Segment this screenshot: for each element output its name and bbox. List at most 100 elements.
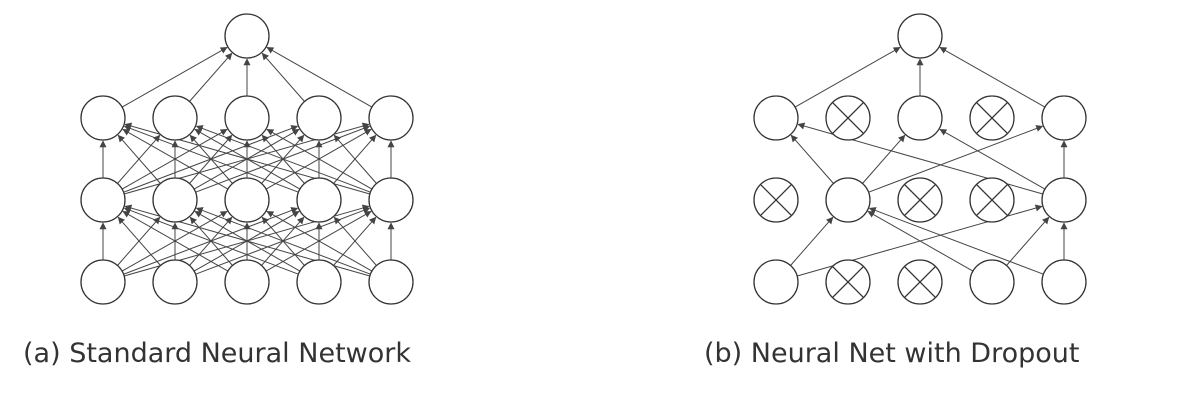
dropout-hidden-2-node-2 (897, 95, 943, 141)
dropout-input-node-1-dropped (825, 259, 871, 305)
dropout-edge-hidden-1-1-to-hidden-2-4 (868, 125, 1044, 193)
neuron-circle (152, 259, 198, 305)
dropout-network-nodes (753, 13, 1087, 305)
standard-hidden-2-node-1 (152, 95, 198, 141)
dropout-cross-icon (831, 101, 865, 135)
neuron-circle (224, 95, 270, 141)
neuron-circle (296, 177, 342, 223)
dropout-cross-icon (975, 101, 1009, 135)
standard-edge-hidden-1-2-to-hidden-2-0 (122, 128, 229, 190)
standard-edge-input-3-to-hidden-1-0 (123, 207, 299, 275)
standard-input-node-0 (80, 259, 126, 305)
standard-output-node-0 (224, 13, 270, 59)
dropout-edge-hidden-1-1-to-hidden-2-0 (790, 134, 834, 184)
standard-edge-hidden-2-0-to-output-0 (121, 46, 228, 108)
standard-input-node-2 (224, 259, 270, 305)
standard-input-node-3 (296, 259, 342, 305)
neuron-circle (224, 177, 270, 223)
dropout-edge-hidden-2-0-to-output-0 (794, 46, 901, 108)
dropout-cross-icon (903, 183, 937, 217)
standard-edge-hidden-1-1-to-hidden-2-0 (117, 134, 161, 184)
standard-edge-hidden-2-3-to-output-0 (261, 52, 305, 102)
standard-edge-hidden-1-3-to-hidden-2-4 (333, 134, 377, 184)
neuron-circle (368, 95, 414, 141)
standard-hidden-1-node-2 (224, 177, 270, 223)
dropout-edge-input-3-to-hidden-1-4 (1006, 216, 1050, 266)
dropout-hidden-2-node-1-dropped (825, 95, 871, 141)
neuron-circle (1041, 259, 1087, 305)
neuron-circle (80, 259, 126, 305)
standard-input-node-4 (368, 259, 414, 305)
standard-hidden-2-node-0 (80, 95, 126, 141)
dropout-cross-icon (975, 183, 1009, 217)
standard-edge-hidden-1-4-to-hidden-2-2 (266, 128, 373, 190)
dropout-cross-icon (903, 265, 937, 299)
dropout-cross-icon (831, 265, 865, 299)
dropout-cross-icon (759, 183, 793, 217)
dropout-input-node-4 (1041, 259, 1087, 305)
standard-hidden-1-node-0 (80, 177, 126, 223)
standard-network-caption: (a) Standard Neural Network (23, 338, 411, 369)
standard-edge-hidden-2-1-to-output-0 (189, 52, 233, 102)
dropout-hidden-1-node-4 (1041, 177, 1087, 223)
dropout-network-edges (790, 46, 1068, 277)
dropout-edge-input-4-to-hidden-1-1 (868, 207, 1044, 275)
neuron-circle (296, 259, 342, 305)
neuron-circle (368, 177, 414, 223)
dropout-input-node-3 (969, 259, 1015, 305)
neuron-circle (152, 95, 198, 141)
standard-hidden-1-node-4 (368, 177, 414, 223)
dropout-input-node-2-dropped (897, 259, 943, 305)
dropout-hidden-1-node-2-dropped (897, 177, 943, 223)
standard-hidden-2-node-2 (224, 95, 270, 141)
dropout-edge-input-3-to-hidden-1-1 (867, 210, 974, 272)
dropout-hidden-2-node-0 (753, 95, 799, 141)
neuron-circle (368, 259, 414, 305)
dropout-hidden-2-node-4 (1041, 95, 1087, 141)
dropout-edge-hidden-1-1-to-hidden-2-2 (862, 134, 906, 184)
neuron-circle (80, 95, 126, 141)
neuron-circle (152, 177, 198, 223)
dropout-edge-hidden-1-4-to-hidden-2-2 (939, 128, 1046, 190)
standard-edge-hidden-1-4-to-hidden-2-3 (333, 134, 377, 184)
standard-hidden-1-node-1 (152, 177, 198, 223)
standard-edge-input-2-to-hidden-1-0 (122, 210, 229, 272)
dropout-network-diagram: (b) Neural Net with Dropout (704, 13, 1087, 369)
neuron-circle (1041, 177, 1087, 223)
neuron-circle (753, 259, 799, 305)
standard-network-edges (99, 46, 395, 277)
dropout-edge-input-0-to-hidden-1-1 (790, 216, 834, 266)
standard-network-diagram: (a) Standard Neural Network (23, 13, 414, 369)
standard-edge-input-4-to-hidden-1-3 (333, 216, 377, 266)
dropout-hidden-1-node-3-dropped (969, 177, 1015, 223)
standard-edge-input-4-to-hidden-1-1 (195, 207, 371, 275)
dropout-input-node-0 (753, 259, 799, 305)
standard-edge-input-0-to-hidden-1-1 (117, 216, 161, 266)
standard-edge-input-1-to-hidden-1-0 (117, 216, 161, 266)
dropout-hidden-2-node-3-dropped (969, 95, 1015, 141)
standard-edge-hidden-1-0-to-hidden-2-1 (117, 134, 161, 184)
dropout-output-node-0 (897, 13, 943, 59)
neuron-circle (897, 13, 943, 59)
dropout-network-caption: (b) Neural Net with Dropout (704, 338, 1079, 369)
standard-network-nodes (80, 13, 414, 305)
neuron-circle (1041, 95, 1087, 141)
standard-edge-hidden-1-4-to-hidden-2-1 (195, 125, 371, 193)
standard-hidden-1-node-3 (296, 177, 342, 223)
neuron-circle (825, 177, 871, 223)
dropout-edge-hidden-2-4-to-output-0 (939, 46, 1046, 108)
neuron-circle (897, 95, 943, 141)
neuron-circle (296, 95, 342, 141)
dropout-hidden-1-node-0-dropped (753, 177, 799, 223)
standard-hidden-2-node-3 (296, 95, 342, 141)
neuron-circle (224, 259, 270, 305)
neuron-circle (80, 177, 126, 223)
standard-edge-hidden-1-3-to-hidden-2-0 (123, 125, 299, 193)
neuron-circle (224, 13, 270, 59)
standard-edge-input-3-to-hidden-1-4 (333, 216, 377, 266)
dropout-hidden-1-node-1 (825, 177, 871, 223)
standard-input-node-1 (152, 259, 198, 305)
standard-edge-hidden-2-4-to-output-0 (266, 46, 373, 108)
neuron-circle (969, 259, 1015, 305)
